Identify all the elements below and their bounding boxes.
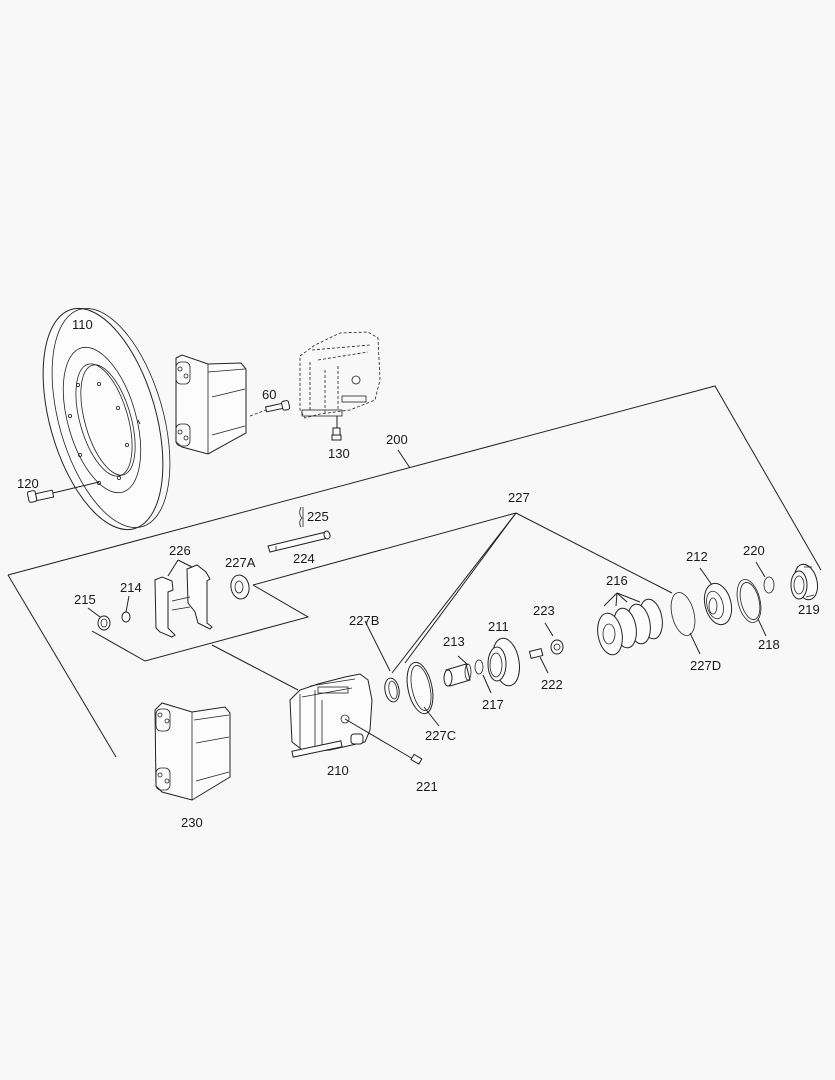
group-227-leader-lines	[252, 512, 673, 674]
label-60: 60	[262, 387, 276, 402]
part-210-caliper	[289, 673, 414, 760]
label-213: 213	[443, 634, 465, 649]
part-217-oring	[474, 659, 492, 694]
label-219: 219	[798, 602, 820, 617]
part-218-snap-ring	[736, 579, 767, 637]
group-200-leader-lines	[7, 385, 822, 758]
part-227C-seal	[406, 661, 440, 727]
part-130-fitting	[331, 427, 342, 441]
part-213-sleeve	[443, 655, 472, 687]
label-218: 218	[758, 637, 780, 652]
part-212-retainer	[699, 567, 733, 626]
part-226-brake-pads	[154, 559, 213, 638]
label-200: 200	[386, 432, 408, 447]
part-110-brake-disc	[42, 307, 171, 531]
part-caliper-top	[299, 331, 381, 428]
part-227D-oring	[670, 592, 701, 655]
label-215: 215	[74, 592, 96, 607]
label-110: 110	[72, 317, 93, 332]
label-210: 210	[327, 763, 349, 778]
label-227B: 227B	[349, 613, 379, 628]
part-215-nut	[87, 607, 111, 631]
label-227: 227	[508, 490, 530, 505]
label-222: 222	[541, 677, 563, 692]
part-220-oring	[755, 561, 775, 594]
label-217: 217	[482, 697, 504, 712]
part-216-spring-washers	[597, 592, 663, 656]
label-130: 130	[328, 446, 350, 461]
part-labels: 110 120 60 130 200 225 224 226 227A 214 …	[17, 317, 820, 830]
part-221-screw	[410, 753, 423, 765]
label-220: 220	[743, 543, 765, 558]
label-214: 214	[120, 580, 142, 595]
part-223-nut	[544, 622, 564, 655]
part-225-cotter-pin	[299, 506, 304, 528]
label-230: 230	[181, 815, 203, 830]
label-227C: 227C	[425, 728, 456, 743]
part-214-spacer	[121, 595, 131, 623]
part-211-piston	[487, 637, 520, 687]
label-211: 211	[488, 619, 509, 634]
part-227A-seal	[230, 574, 250, 600]
part-219-adjuster-nut	[790, 563, 819, 601]
label-221: 221	[416, 779, 438, 794]
part-224-pin	[267, 530, 331, 553]
label-226: 226	[169, 543, 191, 558]
part-120-bolt	[26, 481, 100, 503]
label-227D: 227D	[690, 658, 721, 673]
label-216: 216	[606, 573, 628, 588]
label-225: 225	[307, 509, 329, 524]
label-224: 224	[293, 551, 315, 566]
label-227A: 227A	[225, 555, 256, 570]
part-227B-seal	[364, 620, 400, 703]
part-222-pin	[528, 648, 549, 674]
label-120: 120	[17, 476, 39, 491]
group-inner-leader-lines	[91, 584, 310, 691]
part-230-bracket	[154, 702, 231, 801]
label-223: 223	[533, 603, 555, 618]
label-212: 212	[686, 549, 708, 564]
part-60-bolt	[249, 400, 291, 417]
part-bracket-top	[175, 354, 247, 455]
